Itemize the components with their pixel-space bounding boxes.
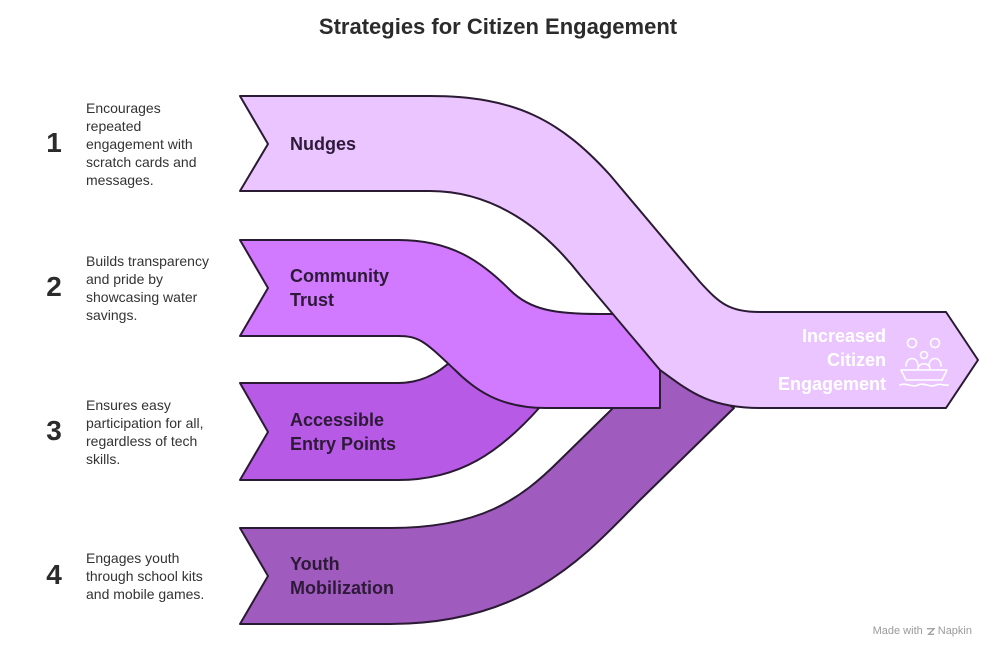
strategy-description-2: Builds transparency and pride by showcas…	[86, 252, 226, 324]
description-line: participation for all,	[86, 415, 204, 431]
strategy-description-3: Ensures easy participation for all, rega…	[86, 396, 226, 468]
description-line: Ensures easy	[86, 397, 171, 413]
strategy-label-2: Community	[290, 266, 389, 286]
strategy-label-3: Accessible	[290, 410, 384, 430]
description-line: Engages youth	[86, 550, 180, 566]
strategy-label-3b: Entry Points	[290, 434, 396, 454]
made-with-footer: Made with Napkin	[873, 625, 972, 637]
description-line: and mobile games.	[86, 586, 205, 602]
outcome-label-line-3: Engagement	[778, 374, 886, 394]
description-line: and pride by	[86, 271, 164, 287]
diagram-title: Strategies for Citizen Engagement	[318, 14, 678, 39]
description-line: repeated	[86, 118, 142, 134]
footer-brand: Napkin	[937, 625, 972, 637]
description-line: through school kits	[86, 568, 203, 584]
description-line: regardless of tech	[86, 433, 198, 449]
flow-band-accessible-entry-points	[239, 359, 541, 481]
description-line: skills.	[86, 451, 121, 467]
flow-band-nudges	[239, 95, 979, 409]
description-line: Encourages	[86, 100, 161, 116]
people-in-boat-icon	[899, 337, 949, 387]
description-line: Builds transparency	[86, 253, 209, 269]
description-line: savings.	[86, 307, 138, 323]
strategy-number-2: 2	[46, 271, 62, 302]
strategy-label-1: Nudges	[290, 134, 356, 154]
strategy-label-4b: Mobilization	[290, 578, 394, 598]
description-line: engagement with	[86, 136, 193, 152]
strategy-description-4: Engages youth through school kits and mo…	[86, 549, 226, 603]
strategy-label-4: Youth	[290, 554, 340, 574]
strategy-label-2b: Trust	[290, 290, 334, 310]
description-line: messages.	[86, 172, 154, 188]
outcome-label-line-1: Increased	[802, 326, 886, 346]
strategy-number-3: 3	[46, 415, 62, 446]
description-line: showcasing water	[86, 289, 198, 305]
strategy-number-4: 4	[46, 559, 62, 590]
description-line: scratch cards and	[86, 154, 197, 170]
strategy-number-1: 1	[46, 127, 62, 158]
footer-prefix: Made with	[872, 625, 923, 637]
outcome-label-line-2: Citizen	[827, 350, 886, 370]
flow-band-youth-mobilization	[239, 361, 735, 625]
napkin-logo-icon	[926, 627, 935, 635]
strategy-description-1: Encourages repeated engagement with scra…	[86, 99, 226, 189]
